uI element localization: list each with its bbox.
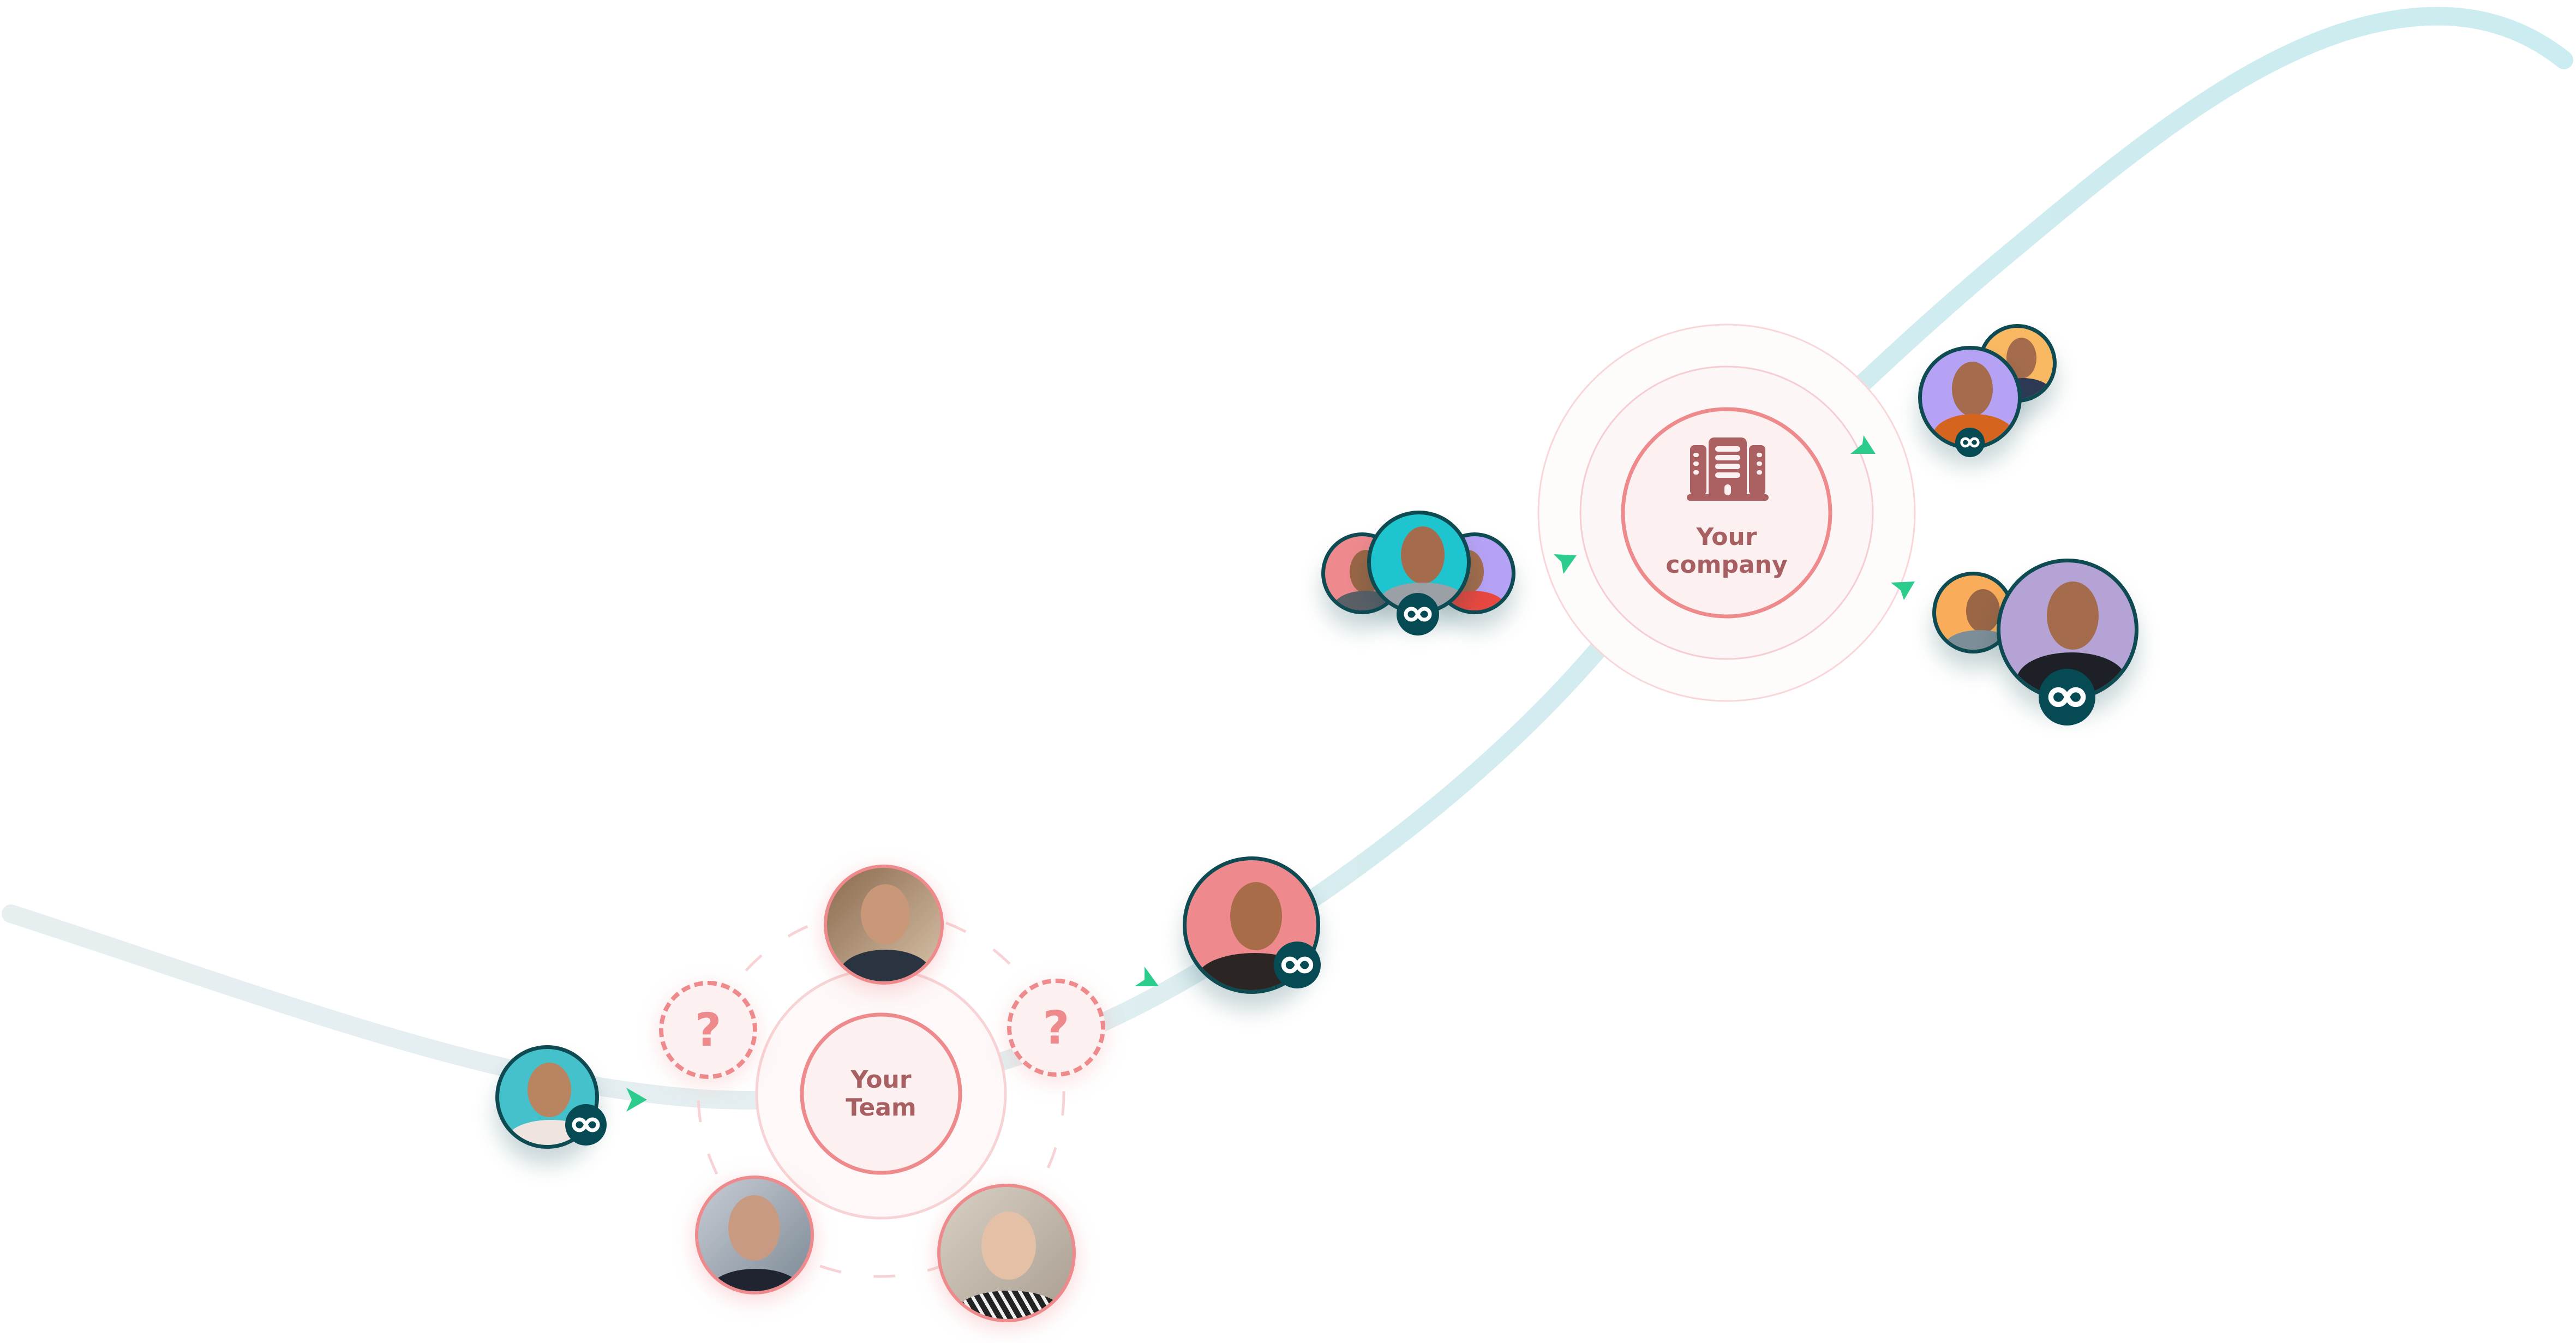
question-mark-icon: ? — [1043, 1001, 1070, 1054]
avatar-body — [709, 1269, 802, 1291]
company-label-line1: Your — [1696, 523, 1757, 551]
infinity-badge — [1397, 593, 1439, 635]
office-building-icon — [1687, 437, 1769, 501]
infinity-icon — [572, 1117, 600, 1132]
team-label-line1: Your — [850, 1066, 912, 1094]
open-slot-right[interactable]: ? — [1007, 979, 1105, 1077]
arrow-icon — [1135, 967, 1159, 986]
avatar-body — [839, 950, 932, 981]
direction-arrows — [626, 435, 1915, 1112]
team-member-avatar-bottom-right[interactable] — [937, 1184, 1076, 1322]
infinity-icon — [1281, 956, 1314, 974]
infinity-icon — [2048, 687, 2086, 708]
avatar-face — [1952, 362, 1993, 416]
avatar-face — [861, 884, 910, 944]
avatar-face — [728, 1195, 780, 1261]
question-mark-icon: ? — [694, 1003, 722, 1057]
avatar-face — [1230, 882, 1282, 950]
company-label-line2: company — [1666, 550, 1788, 579]
open-slot-left[interactable]: ? — [659, 981, 757, 1079]
infinity-icon — [1960, 437, 1980, 448]
avatar-face — [1966, 589, 2000, 633]
company-node[interactable]: Your company — [1645, 523, 1808, 579]
avatar-body — [956, 1291, 1063, 1319]
team-label-line2: Team — [846, 1093, 916, 1122]
avatar-face — [1401, 526, 1445, 584]
infinity-icon — [1404, 607, 1432, 622]
team-member-avatar-bottom-left[interactable] — [695, 1176, 814, 1294]
team-node[interactable]: Your Team — [799, 1066, 963, 1122]
infinity-badge — [1274, 942, 1321, 988]
avatar-face — [2047, 581, 2099, 650]
avatar-face — [528, 1063, 571, 1117]
team-rings — [697, 909, 1065, 1278]
team-member-avatar-top[interactable] — [824, 865, 944, 985]
growth-path — [2, 7, 2573, 1110]
company-rings — [1537, 323, 1916, 702]
arrow-icon — [626, 1088, 647, 1112]
infinity-badge — [565, 1104, 607, 1146]
arrow-icon — [1554, 554, 1577, 574]
arrow-icon — [1891, 581, 1915, 600]
infinity-badge — [2039, 669, 2095, 726]
infinity-badge — [1955, 428, 1985, 457]
arrow-icon — [1850, 435, 1876, 454]
avatar-face — [981, 1212, 1036, 1280]
